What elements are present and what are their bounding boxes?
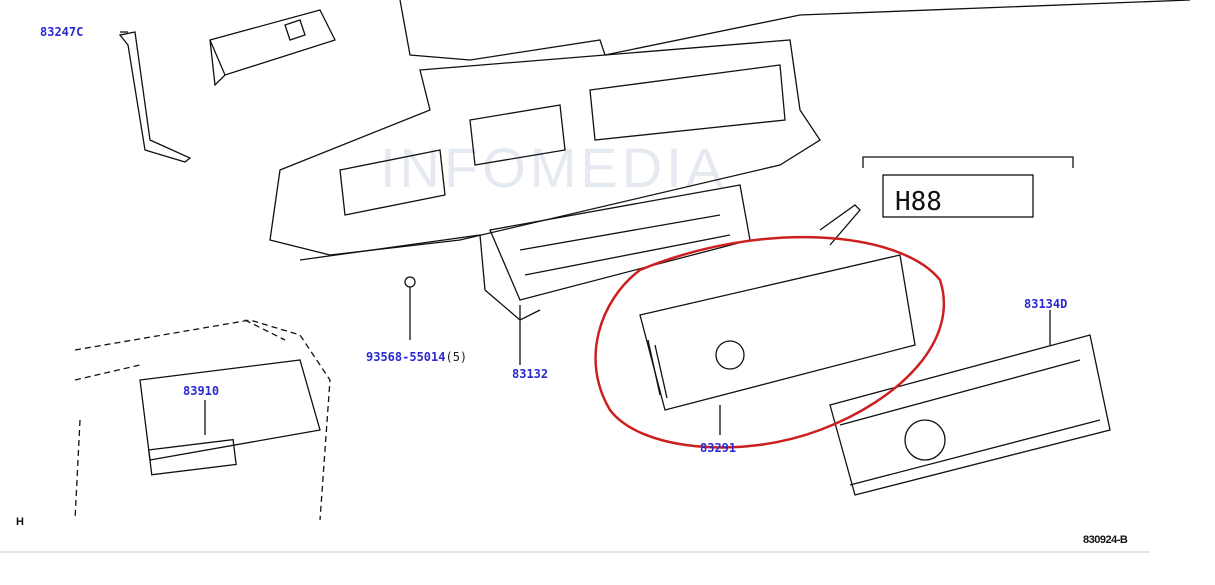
bracket-83247c	[118, 31, 192, 163]
audio-unit-83910	[139, 359, 321, 476]
panel-top-left	[209, 9, 336, 87]
part-label-83291[interactable]: 83291	[700, 441, 737, 455]
display-inset: H88	[862, 156, 1074, 218]
part-number: 93568-55014	[366, 350, 446, 364]
part-label-83134d[interactable]: 83134D	[1024, 297, 1068, 311]
part-label-83910[interactable]: 83910	[183, 384, 220, 398]
dashboard-view-83910	[74, 319, 331, 521]
diagram-code: 830924-B	[1083, 534, 1128, 546]
part-label-83247c[interactable]: 83247C	[40, 25, 84, 39]
svg-text:H88: H88	[895, 187, 942, 217]
watermark: INFOMEDIA	[380, 136, 728, 199]
screw-93568	[404, 276, 416, 340]
part-label-83132[interactable]: 83132	[512, 367, 549, 381]
meter-housing-83132	[269, 0, 1191, 321]
corner-mark: H	[16, 516, 24, 528]
part-label-93568[interactable]: 93568-55014(5)	[366, 350, 467, 364]
part-quantity: (5)	[445, 350, 468, 364]
circuit-board-83291	[639, 204, 916, 435]
highlight-circle	[594, 235, 946, 449]
display-assembly-83134d	[829, 310, 1111, 496]
